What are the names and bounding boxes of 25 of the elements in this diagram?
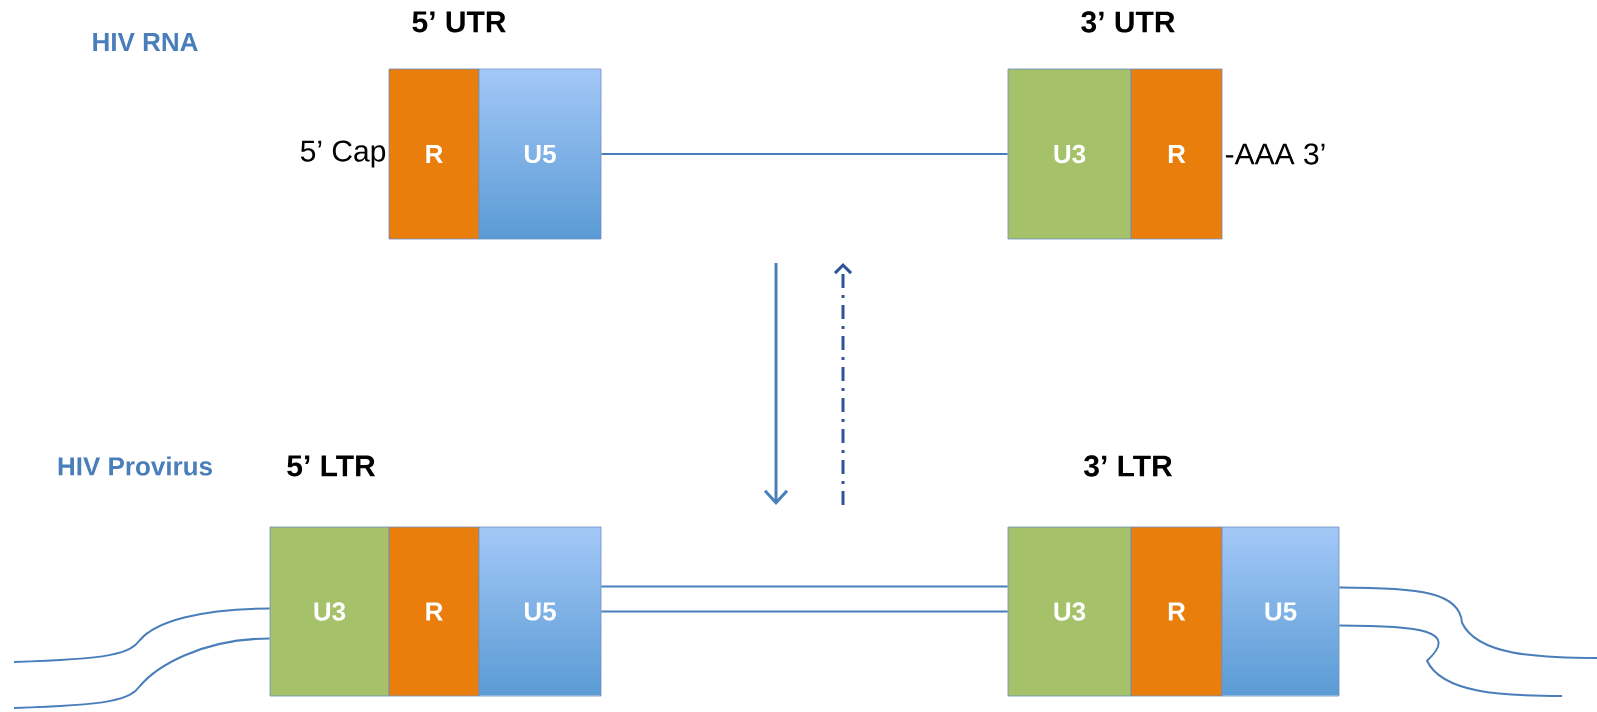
strand-line — [600, 610, 1009, 613]
heading-label: 3’ LTR — [1084, 455, 1173, 477]
segment-box: U5 — [478, 68, 602, 240]
segment-box: U3 — [269, 526, 390, 697]
segment-box: R — [1130, 68, 1223, 240]
segment-box: U5 — [1221, 526, 1340, 697]
strand-line — [600, 585, 1009, 588]
segment-box: U5 — [478, 526, 602, 697]
segment-box: U3 — [1007, 526, 1132, 697]
heading-label: HIV RNA — [93, 33, 198, 51]
strand-line — [1338, 586, 1597, 659]
heading-label: 5’ UTR — [412, 11, 506, 33]
heading-label: 5’ LTR — [287, 455, 376, 477]
segment-box: R — [388, 526, 480, 697]
side-label: 5’ Cap — [300, 140, 386, 168]
strand-line — [600, 153, 1009, 155]
side-label: -AAA 3’ — [1225, 143, 1325, 165]
segment-box: R — [388, 68, 480, 240]
segment-box: U3 — [1007, 68, 1132, 240]
heading-label: 3’ UTR — [1081, 11, 1175, 33]
strand-line — [13, 607, 271, 663]
strand-line — [13, 637, 271, 709]
segment-box: R — [1130, 526, 1223, 697]
heading-label: HIV Provirus — [58, 456, 212, 476]
strand-line — [1338, 624, 1563, 697]
